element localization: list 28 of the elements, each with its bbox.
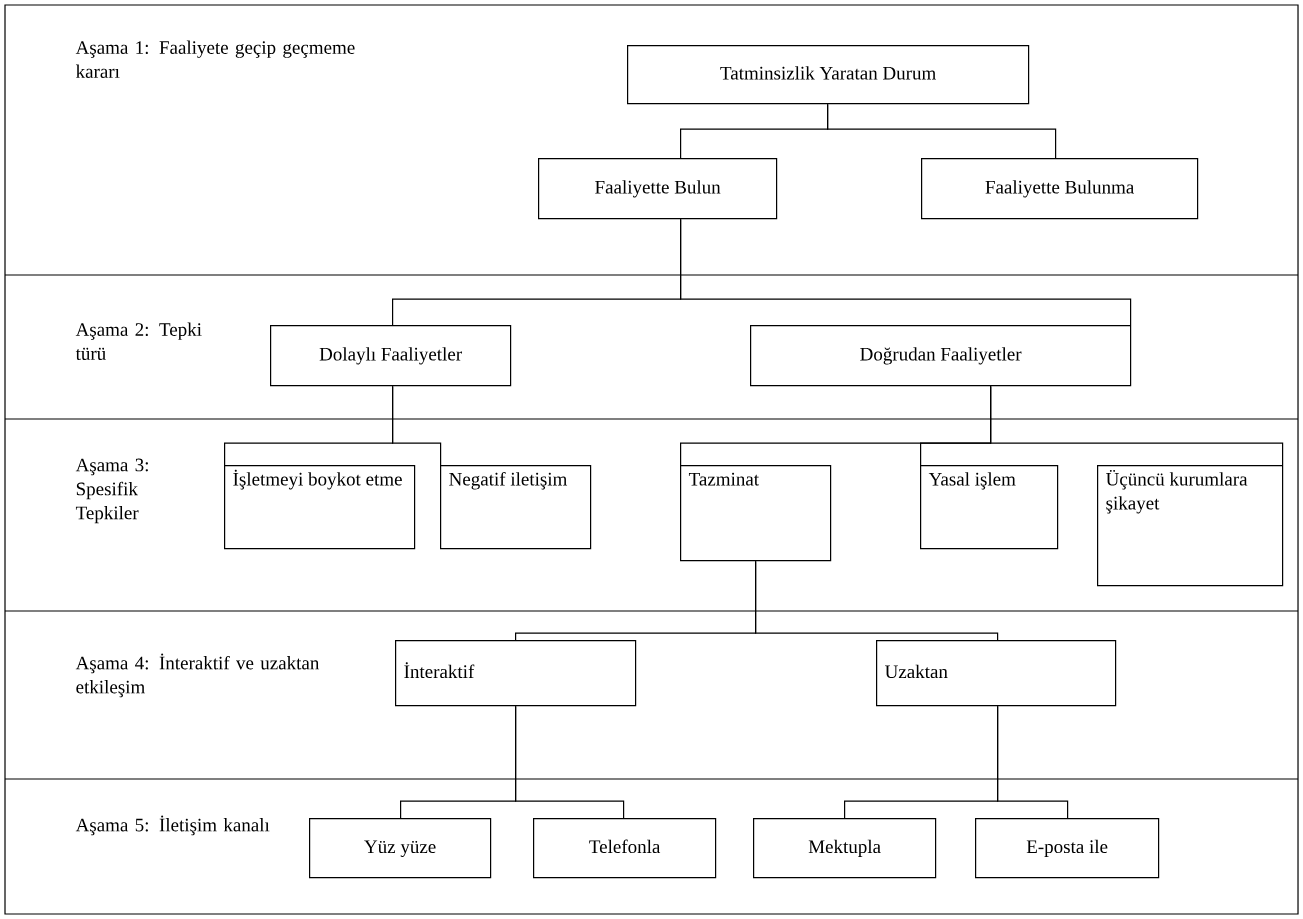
process-box: Mektupla xyxy=(753,818,937,879)
process-box: E-posta ile xyxy=(975,818,1160,879)
stage-label: Aşama 3: Spesifik Tepkiler xyxy=(75,458,148,524)
process-box: Uzaktan xyxy=(876,640,1117,707)
process-box: Negatif iletişim xyxy=(440,465,592,550)
process-box: Yasal işlem xyxy=(920,465,1059,550)
connector xyxy=(997,705,1069,819)
stage-label: Aşama 4: İnteraktif ve uzaktan etkileşim xyxy=(75,653,320,698)
connector xyxy=(680,218,1132,326)
connector xyxy=(827,103,1057,159)
connector xyxy=(990,385,1284,466)
connector xyxy=(515,705,625,819)
stage-label: Aşama 5: İletişim kanalı xyxy=(75,815,270,836)
process-box: Telefonla xyxy=(533,818,717,879)
process-box: Yüz yüze xyxy=(309,818,492,879)
process-box: Dolaylı Faaliyetler xyxy=(270,325,512,387)
process-box: Faaliyette Bulun xyxy=(538,158,778,220)
stage-label: Aşama 1: Faaliyete geçip geçmeme kararı xyxy=(75,40,355,78)
stage-label: Aşama 2: Tepki türü xyxy=(75,322,202,360)
process-box: İnteraktif xyxy=(395,640,637,707)
connector xyxy=(755,560,999,641)
process-box: İşletmeyi boykot etme xyxy=(224,465,416,550)
process-box: Faaliyette Bulunma xyxy=(921,158,1199,220)
process-box: Doğrudan Faaliyetler xyxy=(750,325,1132,387)
process-box: Üçüncü kurumlara şikayet xyxy=(1097,465,1284,587)
connector xyxy=(392,385,442,466)
process-box: Tazminat xyxy=(680,465,832,562)
process-box: Tatminsizlik Yaratan Durum xyxy=(627,45,1030,105)
